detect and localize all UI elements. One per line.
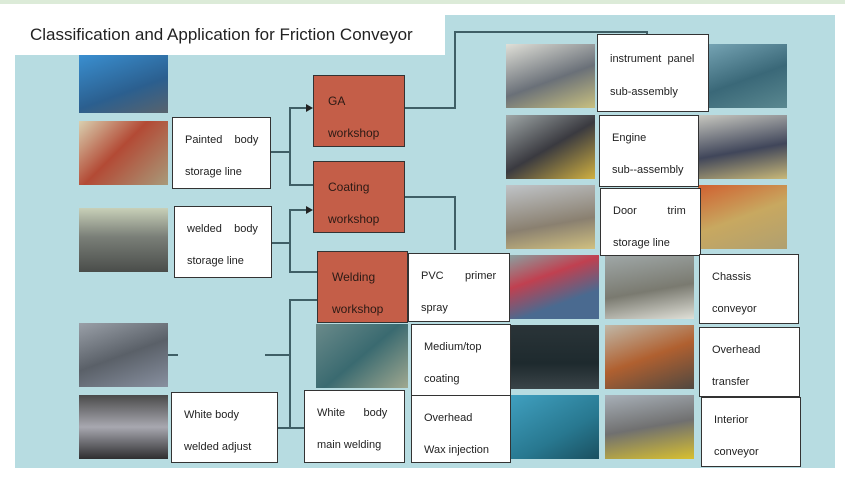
overhead-transfer-box: Overhead transfer xyxy=(699,327,800,397)
engine-sub-assembly-box: Engine sub--assembly xyxy=(599,115,699,187)
label: Medium/top xyxy=(424,341,482,353)
label: Wax injection xyxy=(424,444,490,456)
photo-interior-conveyor xyxy=(605,395,694,459)
label: White body xyxy=(184,409,240,421)
chassis-conveyor-box: Chassis conveyor xyxy=(699,254,799,324)
instrument-panel-box: instrument panel sub-assembly xyxy=(597,34,709,112)
ws-label: workshop xyxy=(328,212,380,226)
medium-top-coating-box: Medium/top coating xyxy=(411,324,511,396)
label: storage line xyxy=(187,255,244,267)
label: sub--assembly xyxy=(612,164,684,176)
label: Engine xyxy=(612,132,647,144)
label: welded adjust xyxy=(184,441,252,453)
white-body-welded-adjust-box: White body welded adjust xyxy=(171,392,278,463)
label: welded body xyxy=(187,223,258,235)
photo-assembly-hall xyxy=(698,115,787,179)
welding-workshop: Welding workshop xyxy=(317,251,408,323)
photo-assembly-blue xyxy=(698,44,787,108)
label: Overhead xyxy=(712,344,761,356)
label: conveyor xyxy=(712,303,757,315)
interior-conveyor-box: Interior conveyor xyxy=(701,397,801,467)
label: transfer xyxy=(712,376,750,388)
diagram-title: Classification and Application for Frict… xyxy=(15,15,445,55)
ws-label: Coating xyxy=(328,180,370,194)
ws-label: workshop xyxy=(332,302,384,316)
label: Chassis xyxy=(712,271,752,283)
ws-label: Welding xyxy=(332,270,376,284)
ws-label: workshop xyxy=(328,126,380,140)
label: White body xyxy=(317,407,388,419)
photo-blue-body-carrier xyxy=(79,55,168,113)
photo-white-body-car xyxy=(79,395,168,459)
label: spray xyxy=(421,302,448,314)
welded-body-storage-box: welded body storage line xyxy=(174,206,272,278)
label: PVC primer xyxy=(421,270,497,282)
photo-instrument-panel-line xyxy=(506,44,595,108)
label: Overhead xyxy=(424,412,473,424)
photo-engine-line xyxy=(506,115,595,179)
top-border xyxy=(0,0,845,4)
label: Painted body xyxy=(185,134,259,146)
door-trim-storage-box: Door trim storage line xyxy=(600,188,701,256)
coating-workshop: Coating workshop xyxy=(313,161,405,233)
label: instrument panel xyxy=(610,53,695,65)
pvc-primer-spray-box: PVC primer spray xyxy=(408,253,510,322)
label: storage line xyxy=(185,166,242,178)
white-body-main-welding-box: White body main welding xyxy=(304,390,405,463)
label: coating xyxy=(424,373,460,385)
photo-medium-coating xyxy=(316,324,408,388)
label: conveyor xyxy=(714,446,759,458)
photo-door-trim-line xyxy=(506,185,595,249)
photo-wax-injection xyxy=(510,395,599,459)
label: main welding xyxy=(317,439,382,451)
photo-painted-body-line xyxy=(79,121,168,185)
photo-chassis-conveyor xyxy=(605,255,694,319)
label: sub-assembly xyxy=(610,86,678,98)
photo-orange-overhead xyxy=(698,185,787,249)
label: Door trim xyxy=(613,205,686,217)
photo-pvc-spray xyxy=(510,255,599,319)
photo-dark-booth xyxy=(510,325,599,389)
ws-label: GA xyxy=(328,94,346,108)
painted-body-storage-box: Painted body storage line xyxy=(172,117,271,189)
photo-welding-rack xyxy=(79,323,168,387)
photo-welded-body-line xyxy=(79,208,168,272)
label: storage line xyxy=(613,237,670,249)
photo-overhead-transfer xyxy=(605,325,694,389)
ga-workshop: GA workshop xyxy=(313,75,405,147)
label: Interior xyxy=(714,414,749,426)
